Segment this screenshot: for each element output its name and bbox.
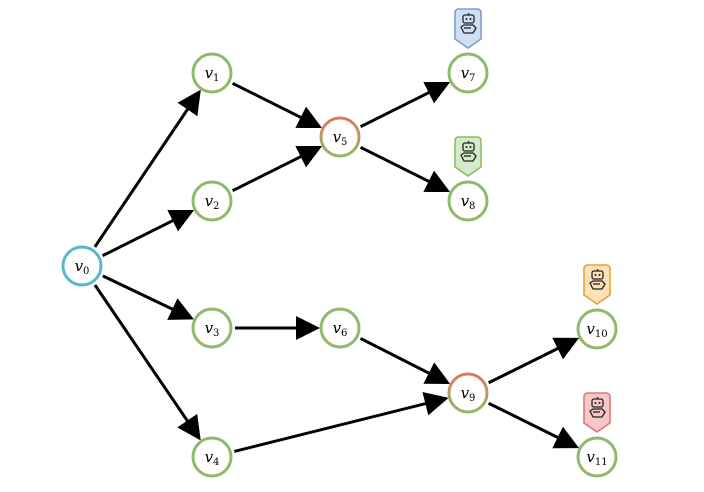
edge-v5-v8 bbox=[359, 145, 451, 193]
node-circle-v4 bbox=[191, 436, 233, 478]
node-label-v8: v8 bbox=[461, 192, 476, 212]
edge-v2-v5 bbox=[231, 145, 323, 193]
node-v9: v9 bbox=[447, 372, 489, 414]
robot-icon bbox=[583, 392, 611, 433]
node-label-v7: v7 bbox=[461, 64, 476, 84]
edge-v9-v10 bbox=[487, 337, 580, 385]
node-label-v11: v11 bbox=[586, 448, 607, 468]
node-v5: v5 bbox=[319, 116, 361, 158]
node-label-v0: v0 bbox=[75, 257, 90, 277]
node-circle-v3 bbox=[191, 307, 233, 349]
edge-v9-v11 bbox=[487, 401, 580, 449]
node-v10: v10 bbox=[576, 308, 618, 350]
node-circle-v6 bbox=[319, 307, 361, 349]
robot-icon bbox=[454, 136, 482, 177]
node-circle-v0 bbox=[61, 245, 103, 287]
node-circle-v11 bbox=[576, 436, 618, 478]
node-v1: v1 bbox=[191, 52, 233, 94]
edge-v0-v4 bbox=[93, 284, 201, 441]
node-v7: v7 bbox=[447, 52, 489, 94]
node-label-v5: v5 bbox=[333, 128, 348, 148]
node-v8: v8 bbox=[447, 180, 489, 222]
node-v11: v11 bbox=[576, 436, 618, 478]
node-label-v10: v10 bbox=[586, 320, 607, 340]
edge-v5-v7 bbox=[359, 81, 451, 129]
node-circle-v1 bbox=[191, 52, 233, 94]
node-label-v6: v6 bbox=[333, 319, 348, 339]
nodes-layer: v0 v1 v2 v3 v4 v5 v6 v7 v8 v9 v10 v11 bbox=[61, 52, 618, 478]
node-v3: v3 bbox=[191, 307, 233, 349]
badges-layer bbox=[454, 8, 611, 433]
edge-v0-v3 bbox=[102, 274, 194, 320]
edge-v6-v9 bbox=[359, 337, 451, 384]
node-v0: v0 bbox=[61, 245, 103, 287]
node-v2: v2 bbox=[191, 180, 233, 222]
node-circle-v7 bbox=[447, 52, 489, 94]
node-label-v1: v1 bbox=[205, 64, 220, 84]
edge-v1-v5 bbox=[231, 81, 323, 129]
node-circle-v8 bbox=[447, 180, 489, 222]
node-circle-v2 bbox=[191, 180, 233, 222]
node-circle-v10 bbox=[576, 308, 618, 350]
edge-v4-v9 bbox=[233, 392, 449, 453]
node-label-v3: v3 bbox=[205, 319, 220, 339]
node-label-v2: v2 bbox=[205, 192, 220, 212]
node-label-v4: v4 bbox=[205, 448, 220, 468]
node-v6: v6 bbox=[319, 307, 361, 349]
node-circle-v9 bbox=[447, 372, 489, 414]
node-v4: v4 bbox=[191, 436, 233, 478]
node-label-v9: v9 bbox=[461, 384, 476, 404]
robot-icon bbox=[583, 264, 611, 305]
robot-icon bbox=[454, 8, 482, 49]
node-circle-v5 bbox=[319, 116, 361, 158]
edge-v0-v2 bbox=[101, 209, 195, 258]
edges-layer bbox=[93, 81, 580, 453]
edge-v0-v1 bbox=[93, 89, 201, 248]
